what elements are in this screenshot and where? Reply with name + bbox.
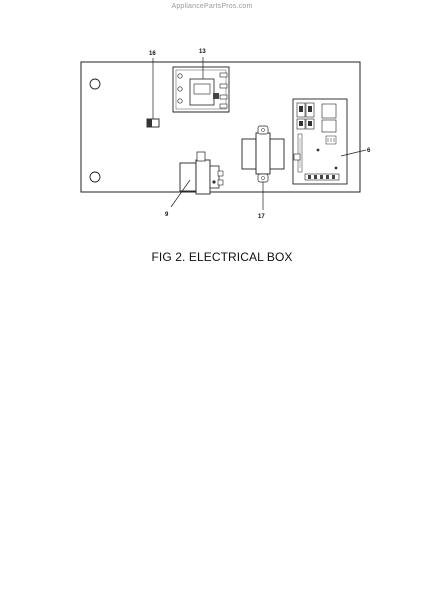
mounting-hole-bottom xyxy=(89,171,101,183)
component-9-transformer xyxy=(170,151,224,208)
panel-outline xyxy=(80,61,361,193)
component-6-control-board xyxy=(292,98,367,185)
callout-13: 13 xyxy=(199,49,206,55)
callout-16: 16 xyxy=(149,51,156,57)
component-16-clip xyxy=(146,58,160,128)
figure-caption: FIG 2. ELECTRICAL BOX xyxy=(151,250,293,264)
component-13-relay xyxy=(172,57,230,113)
watermark: AppliancePartsPros.com xyxy=(171,3,253,10)
callout-6: 6 xyxy=(367,148,371,154)
component-17-transformer xyxy=(241,125,301,210)
callout-17: 17 xyxy=(258,214,265,220)
callout-9: 9 xyxy=(165,212,169,218)
mounting-hole-top xyxy=(89,78,101,90)
